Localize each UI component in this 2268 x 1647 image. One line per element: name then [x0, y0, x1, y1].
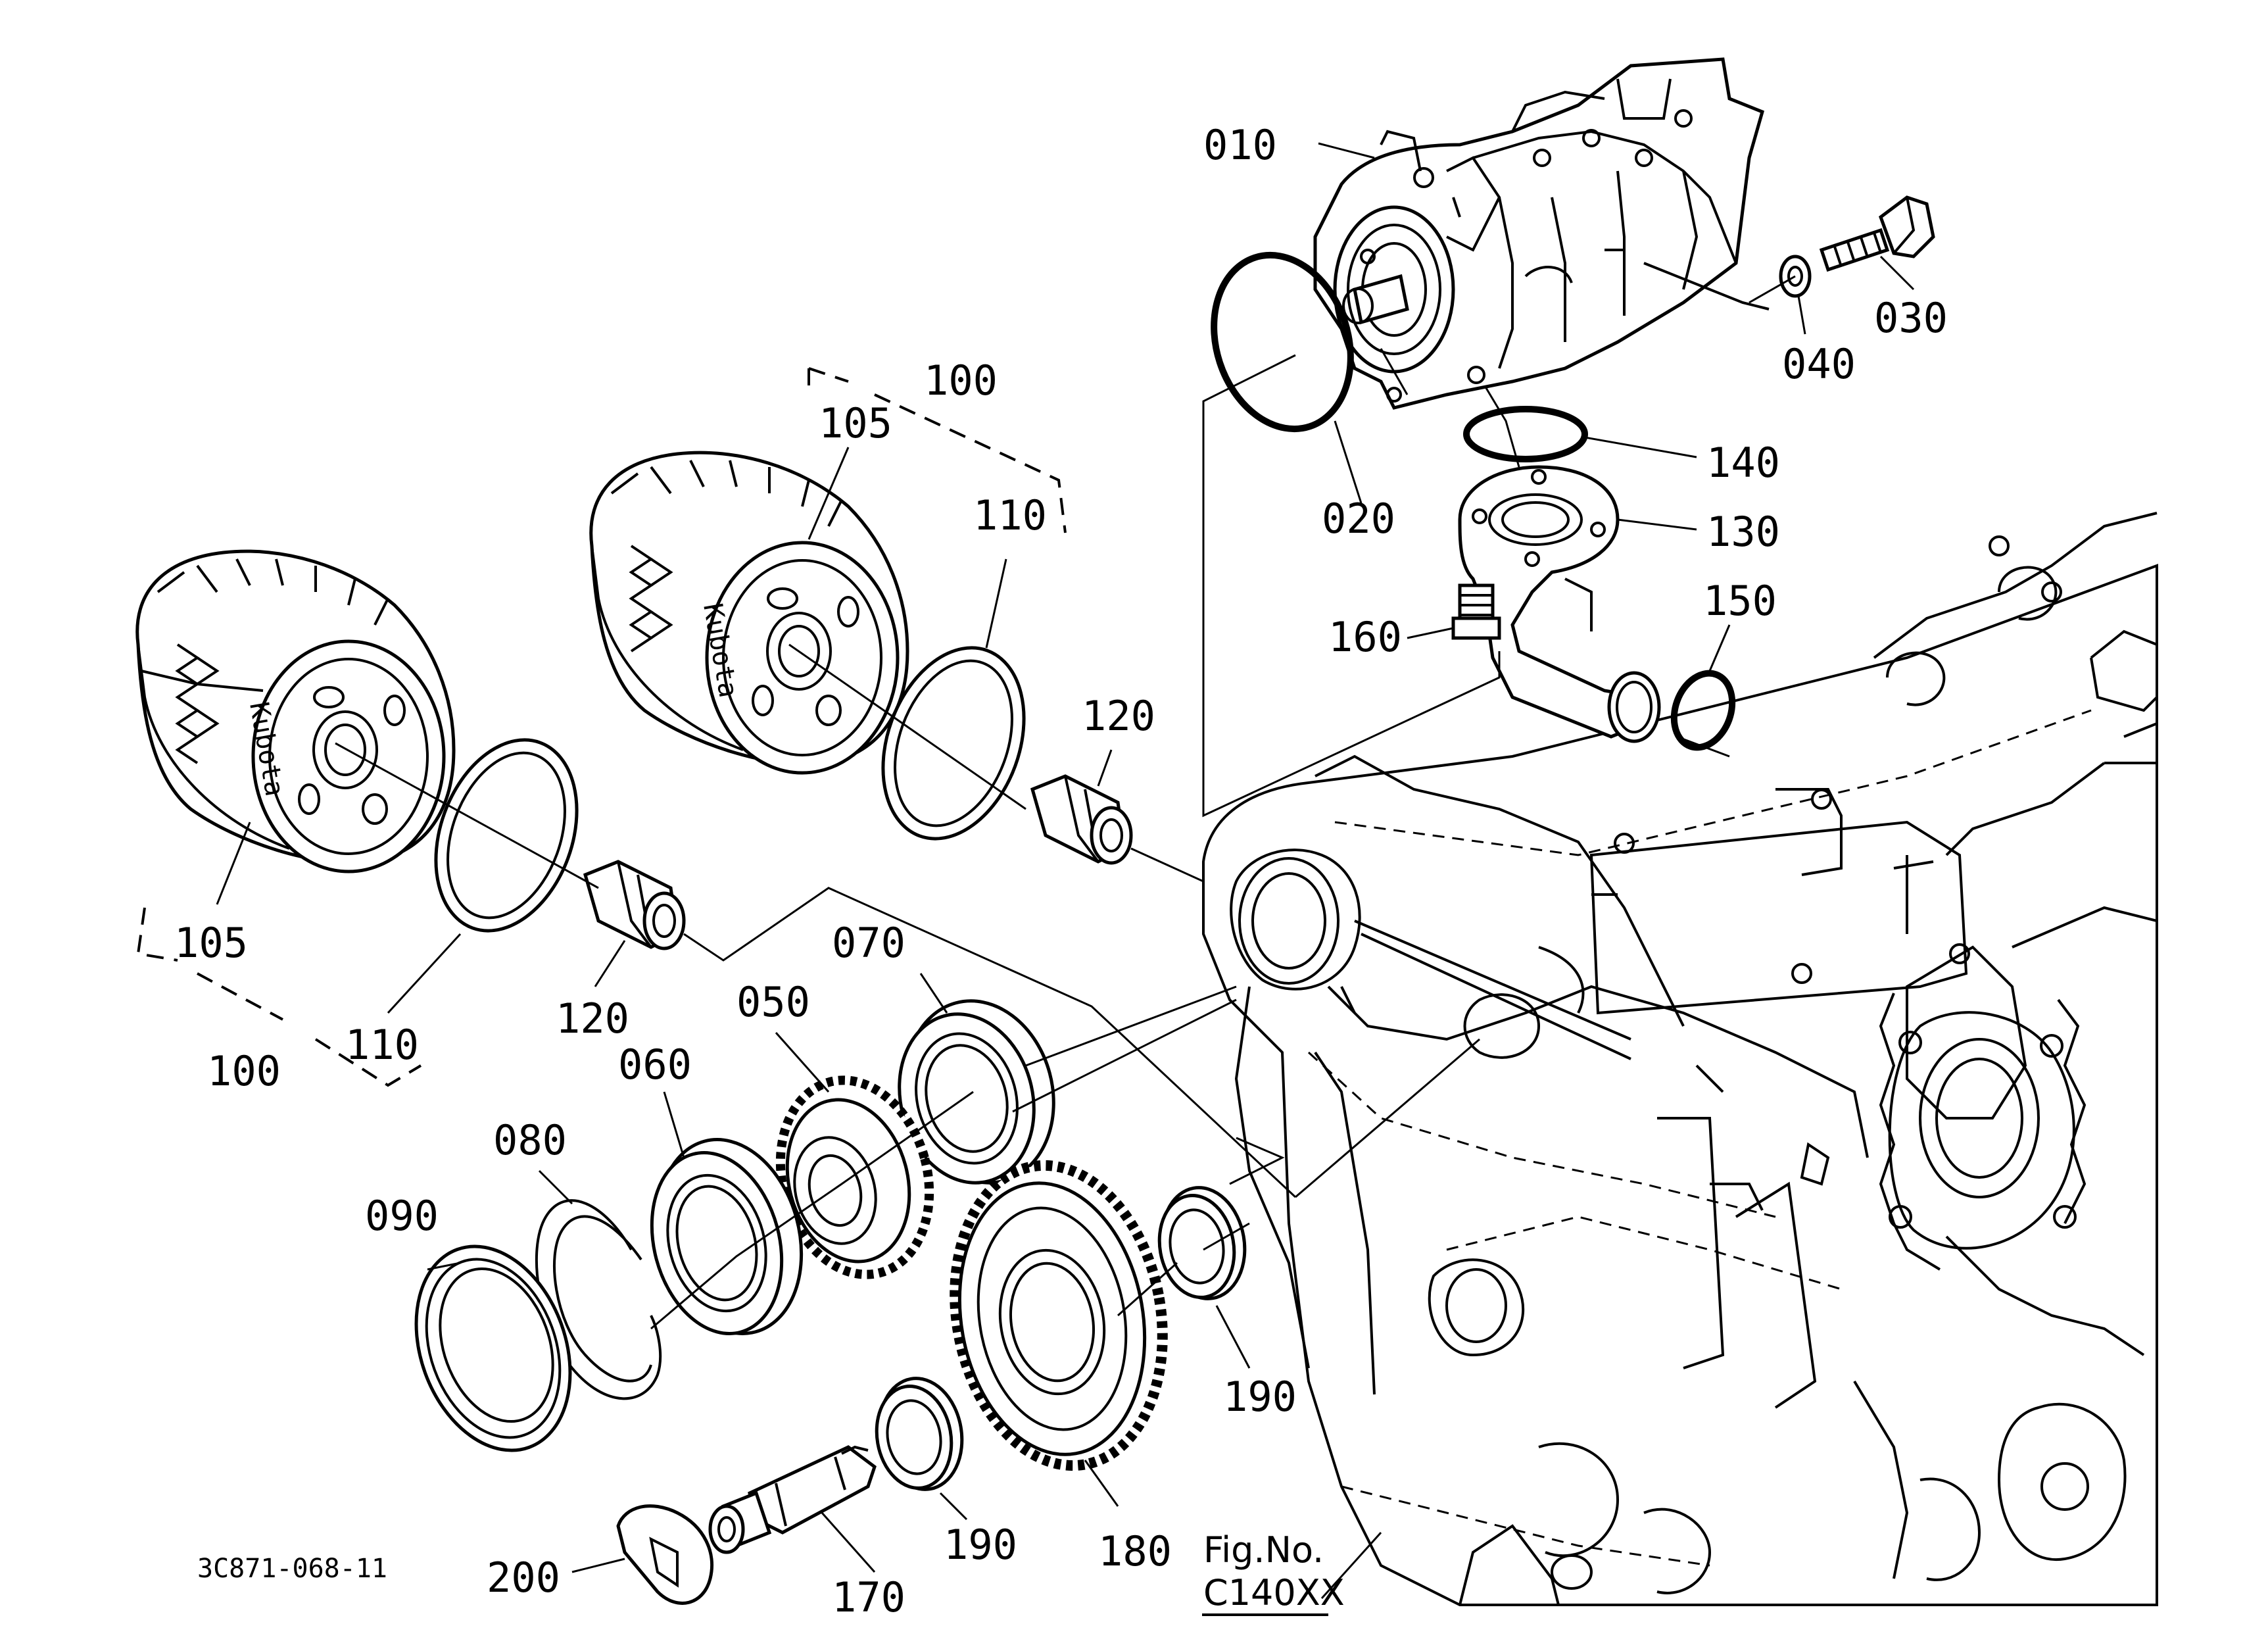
callout-105-lower: 105 [174, 919, 248, 967]
callout-140: 140 [1706, 439, 1780, 487]
callout-200: 200 [487, 1554, 560, 1602]
callout-180: 180 [1098, 1527, 1172, 1575]
callout-040: 040 [1782, 340, 1856, 388]
callout-100-upper: 100 [924, 356, 998, 405]
figure-id: C140XX [1203, 1572, 1345, 1613]
figure-number: Fig.No. C140XX [1202, 1529, 1345, 1616]
oil-filter-105-upper: Kubota [589, 451, 909, 775]
callout-090: 090 [365, 1192, 439, 1240]
hydraulic-pump-010 [1313, 57, 1770, 410]
nipple-120-upper [1030, 774, 1133, 865]
callout-100-lower: 100 [207, 1047, 281, 1095]
leader-lines [136, 142, 1915, 1600]
callout-080: 080 [493, 1116, 567, 1164]
bearing-070 [898, 999, 1055, 1185]
gear-180 [950, 1160, 1168, 1471]
bearing-060 [650, 1138, 804, 1335]
o-ring-140 [1463, 406, 1588, 462]
callout-020: 020 [1322, 495, 1395, 543]
o-ring-150 [1670, 670, 1736, 751]
callout-060: 060 [618, 1041, 692, 1089]
callout-150: 150 [1703, 577, 1777, 625]
callout-160: 160 [1328, 613, 1402, 661]
callout-190-right: 190 [1223, 1373, 1297, 1421]
callout-030: 030 [1874, 294, 1948, 342]
bolt-030 [1819, 195, 1935, 272]
shaft-170 [708, 1445, 877, 1554]
callout-130: 130 [1706, 508, 1780, 556]
seal-ring-090 [414, 1244, 572, 1452]
callout-110-upper: 110 [973, 491, 1047, 539]
callout-190-left: 190 [944, 1521, 1017, 1569]
callout-170: 170 [832, 1573, 905, 1621]
document-code: 3C871-068-11 [197, 1554, 387, 1584]
oil-filter-105-left: Kubota [135, 549, 456, 873]
gear-050 [775, 1075, 934, 1279]
callout-070: 070 [832, 919, 905, 967]
gasket-110-left [434, 738, 579, 933]
callout-105-upper: 105 [819, 399, 892, 447]
gasket-110-upper [881, 646, 1026, 841]
callout-050: 050 [736, 978, 810, 1026]
callout-labels: 010 020 030 040 050 060 070 080 090 100 … [174, 121, 1948, 1621]
lock-plate-200 [616, 1504, 714, 1605]
callout-010: 010 [1203, 121, 1277, 169]
transmission-housing [1202, 512, 2158, 1606]
callout-110-lower: 110 [345, 1021, 419, 1069]
o-ring-020 [1211, 251, 1354, 433]
flange-pipe-130 [1458, 465, 1661, 743]
bearing-190-right [1157, 1186, 1247, 1300]
nipple-120-left [583, 860, 686, 950]
plug-160 [1451, 583, 1501, 640]
callout-120-lower: 120 [556, 995, 629, 1043]
callout-120-upper: 120 [1082, 692, 1155, 740]
figure-prefix: Fig.No. [1203, 1529, 1324, 1571]
bearing-190-left [875, 1377, 964, 1491]
